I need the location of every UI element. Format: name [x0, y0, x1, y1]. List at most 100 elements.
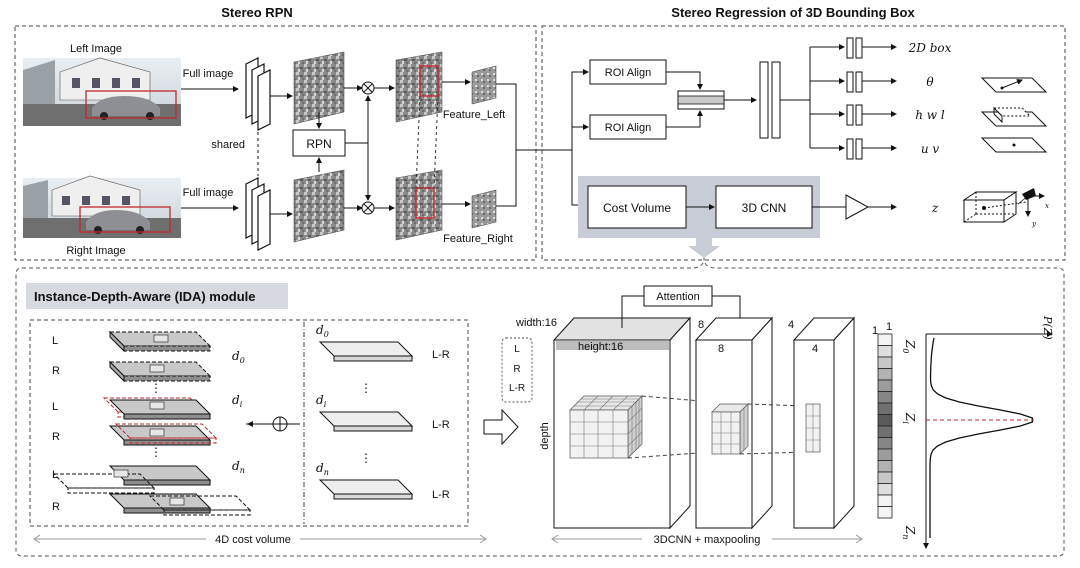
pz-label: P(Z) [1041, 315, 1054, 340]
axis-x-label: x [1045, 202, 1049, 210]
cnn3d-box [715, 185, 813, 229]
depth-prob-cell [877, 506, 893, 519]
di-label: di [232, 393, 243, 409]
cube-grid-medium [711, 403, 749, 455]
lr-label-c: L-R [432, 489, 450, 501]
zi-label: Zi [901, 412, 917, 424]
z-camera-icon [962, 188, 1045, 223]
backbone-stack-top [245, 57, 271, 131]
branch-roi-top [564, 69, 589, 151]
feature-right-label: Feature_Right [443, 233, 513, 245]
cube-grid-large [569, 395, 643, 459]
depth-prob-cell [877, 437, 893, 450]
zn-label: Zn [901, 525, 917, 540]
cost-volume-box [587, 185, 687, 229]
feature-left-label: Feature_Left [443, 109, 505, 121]
right-image-bbox [79, 206, 171, 233]
dots-d: ⋮ [360, 451, 372, 465]
dots-c: ⋮ [360, 381, 372, 395]
axis-y-label: y [1031, 220, 1037, 228]
depth-prob-cell [877, 391, 893, 404]
lr-label-b: L-R [432, 419, 450, 431]
depth-label: depth [539, 422, 551, 450]
roi-top-to-concat [666, 71, 703, 90]
depth-prob-cell [877, 460, 893, 473]
ida-title-bg [26, 283, 288, 309]
cost-volume-span-right [479, 534, 487, 544]
cost-volume-caption: 4D cost volume [215, 534, 291, 546]
cube-grid-small [805, 403, 821, 453]
theta-plane-icon [980, 77, 1048, 93]
row-label-R1: R [52, 365, 60, 377]
row-label-R3: R [52, 501, 60, 513]
fc-layers [759, 61, 781, 139]
roi-feature-map-top [395, 51, 443, 123]
oplus-node [272, 416, 288, 432]
attention-out [712, 295, 743, 329]
feature-map-top [293, 51, 345, 125]
ida-module-title: Instance-Depth-Aware (IDA) module [34, 289, 256, 304]
left-image-label: Left Image [70, 43, 122, 55]
ch4-front-label: 4 [812, 343, 818, 355]
multiply-node-top [361, 81, 375, 95]
cost-volume-span-left [33, 534, 41, 544]
uv-plane-icon [980, 137, 1048, 153]
left-image [23, 57, 181, 126]
cost-volume-frame [29, 319, 469, 527]
multiply-node-bottom [361, 201, 375, 215]
row-label-L2: L [52, 401, 58, 413]
feature-right-patch [471, 189, 497, 229]
ch4-top-label: 4 [788, 319, 794, 331]
full-image-label-bottom: Full image [183, 187, 234, 199]
attention-label: Attention [656, 291, 699, 303]
cnn-caption-bg [642, 532, 772, 546]
lr-slab-d0 [318, 341, 414, 362]
full-image-label-top: Full image [183, 68, 234, 80]
rpn-label: RPN [306, 137, 331, 151]
head-theta [846, 71, 863, 93]
lr-slab-di [318, 411, 414, 432]
legend-L: L [514, 344, 520, 355]
depth-prob-cell [877, 345, 893, 358]
cnn3d-label: 3D CNN [742, 201, 787, 215]
one-label-b: 1 [886, 321, 892, 333]
left-image-bbox [85, 90, 177, 119]
branch-roi-bottom [571, 124, 589, 150]
lr-slab-dn [318, 479, 414, 500]
depth-prob-cell [877, 471, 893, 484]
backbone-stack-bottom [245, 177, 271, 251]
dots-a: ⋮ [150, 381, 162, 395]
slab-R-dn [108, 493, 252, 516]
concat-block [677, 90, 725, 110]
dn-label-mid: dn [316, 461, 329, 477]
slab-L-d0 [108, 330, 212, 353]
width-label: width:16 [515, 317, 557, 329]
pool-line-3 [747, 403, 807, 407]
ida-module-panel [15, 257, 1065, 557]
roi-align-top-box [589, 59, 667, 85]
output-z: z [931, 201, 939, 215]
ch8-front-label: 8 [718, 343, 724, 355]
lr-label-a: L-R [432, 349, 450, 361]
head-2dbox [846, 37, 863, 59]
roi-align-top-label: ROI Align [605, 67, 651, 79]
shared-label: shared [211, 139, 245, 151]
right-image [23, 175, 181, 238]
stereo-rpn-title: Stereo RPN [221, 5, 293, 20]
one-label-a: 1 [872, 325, 878, 337]
depth-prob-cell [877, 483, 893, 496]
hwl-box-icon [980, 106, 1048, 127]
z0-label: Z0 [901, 339, 917, 353]
cost-volume-caption-bg [206, 532, 300, 546]
stereo-rpn-panel [14, 25, 537, 261]
output-hwl: h w l [915, 108, 945, 122]
roi-align-bottom-box [589, 114, 667, 140]
output-uv: u v [921, 142, 940, 156]
feature-map-bottom [293, 169, 345, 243]
feature-left-connector [496, 83, 517, 150]
dots-b: ⋮ [150, 445, 162, 459]
stereo-regression-panel [541, 25, 1066, 261]
depth-probability-column [877, 333, 893, 519]
rpn-to-mult-top [345, 95, 371, 144]
